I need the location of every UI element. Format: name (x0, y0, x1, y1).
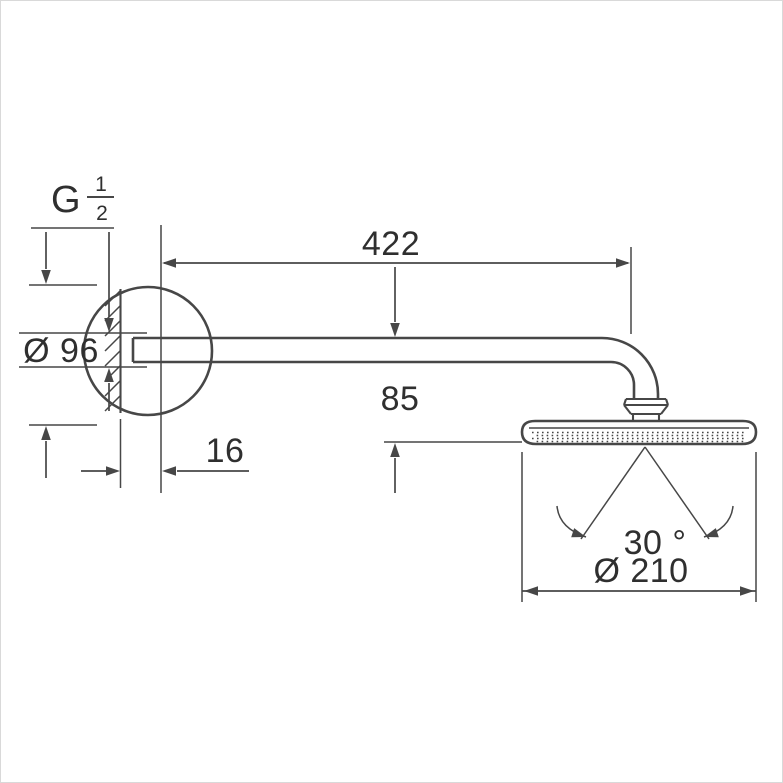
shower-arm (131, 336, 660, 399)
shower-head (520, 419, 758, 446)
depth-arrow-left-icon (162, 466, 176, 476)
flange-arrow-up-icon (41, 426, 51, 440)
flange-arrow-down-icon (41, 270, 51, 284)
angle-arrow-left-icon (571, 528, 586, 538)
wall-section (104, 289, 122, 413)
dim-drop-height: 85 (381, 267, 522, 493)
flange-depth-label: 16 (206, 432, 245, 470)
drop-arrow-down-icon (390, 323, 400, 337)
arm-length-label: 422 (362, 225, 420, 263)
drop-arrow-up-icon (390, 443, 400, 457)
connector-nut (623, 397, 669, 421)
depth-arrow-right-icon (106, 466, 120, 476)
dim-arm-length: 422 (162, 225, 632, 334)
spray-angle-label: 30 ° (624, 524, 687, 562)
arm-length-arrow-right-icon (616, 258, 630, 268)
thread-arrow-up-icon (104, 368, 114, 382)
dim-flange-depth: 16 (81, 419, 249, 488)
spray-angle-indicator: 30 ° (556, 446, 734, 562)
angle-arrow-right-icon (704, 528, 719, 538)
dim-flange-diameter: Ø 96 (23, 232, 99, 478)
thread-numerator-label: 1 (95, 173, 107, 196)
flange-diameter-label: Ø 96 (23, 332, 99, 370)
head-arrow-right-icon (740, 586, 754, 596)
head-arrow-left-icon (524, 586, 538, 596)
thread-letter-label: G (51, 179, 81, 221)
head-diameter-label: Ø 210 (593, 552, 688, 590)
dim-head-diameter: Ø 210 (521, 452, 757, 602)
escutcheon (82, 225, 214, 493)
drop-height-label: 85 (381, 380, 420, 418)
thread-arrow-down-icon (104, 318, 114, 332)
thread-denominator-label: 2 (96, 202, 108, 225)
arm-length-arrow-left-icon (162, 258, 176, 268)
dim-thread-label: G 1 2 (19, 173, 147, 411)
